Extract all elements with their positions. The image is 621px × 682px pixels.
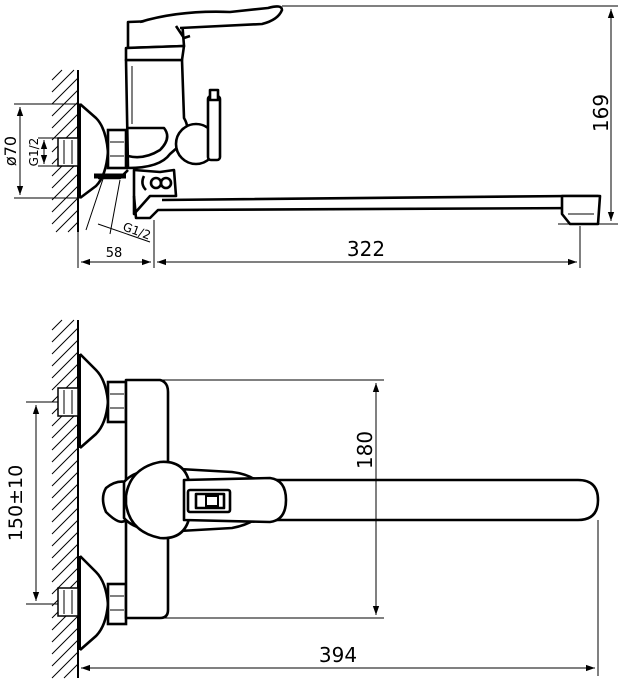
lower-inlet-front: [57, 555, 128, 651]
wall-pipe-top: [57, 137, 79, 167]
dim-label-394: 394: [319, 643, 357, 667]
dim-total-length: 394: [81, 520, 599, 676]
mixer-body-top: [124, 58, 189, 216]
flange-top: [79, 103, 110, 200]
dim-thread-inlet: G1/2: [97, 220, 153, 243]
dim-label-322: 322: [347, 237, 385, 261]
connector-nut-top: [106, 128, 128, 170]
dim-horizontal-top: 58 322: [77, 220, 581, 268]
top-view: 169 ø70 G1/2 G1/2 58 3: [1, 5, 618, 268]
dim-label-180: 180: [353, 431, 377, 469]
lever-handle-top: [139, 5, 284, 40]
dim-label-g12-wall: G1/2: [27, 138, 41, 167]
dim-label-169: 169: [589, 94, 613, 132]
wall-hatch-front: [51, 319, 79, 679]
inlet-pipe-top: [85, 169, 129, 235]
dim-body-height: 180: [160, 379, 384, 619]
dim-label-150: 150±10: [5, 465, 27, 541]
dim-thread-wall: G1/2: [27, 137, 58, 167]
dim-label-d70: ø70: [1, 136, 20, 166]
wall-hatch-top: [51, 69, 79, 233]
dim-flange-diameter: ø70: [1, 103, 80, 199]
dim-label-58: 58: [106, 246, 123, 261]
upper-inlet-front: [57, 353, 128, 449]
dim-center-distance: 150±10: [5, 401, 58, 605]
lever-handle-front: [182, 476, 288, 524]
front-view: 150±10 180 394: [5, 319, 600, 679]
diverter-knob-top: [174, 88, 222, 166]
cap-ring-top: [124, 44, 186, 62]
dim-height-top: 169: [282, 5, 618, 225]
dim-label-g12-inlet: G1/2: [121, 220, 153, 243]
spout-top: [132, 194, 602, 226]
